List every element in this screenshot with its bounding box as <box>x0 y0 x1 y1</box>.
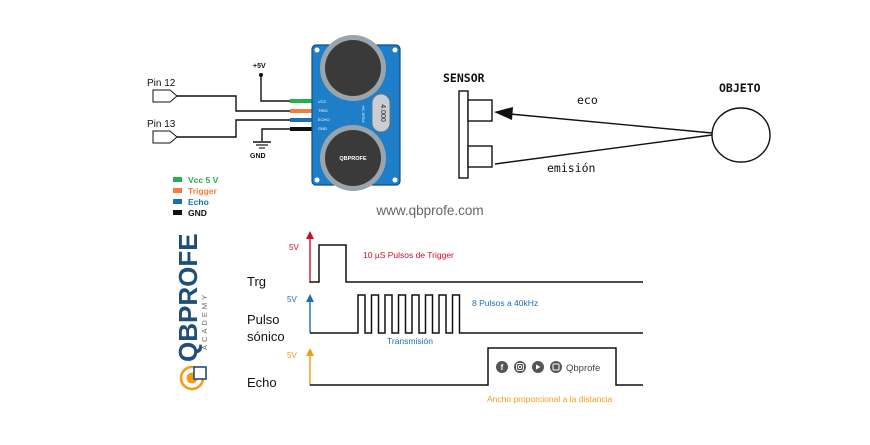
transducer-bottom <box>325 130 381 186</box>
pulse-label-line2: sónico <box>247 329 285 344</box>
echo-line <box>509 113 713 134</box>
legend-label-vcc: Vcc 5 V <box>188 175 219 185</box>
legend-label-gnd: GND <box>188 208 207 218</box>
ground-label: GND <box>250 153 266 160</box>
supply-label: +5V <box>253 63 266 70</box>
pin-label-echo: ECHO <box>318 117 330 122</box>
legend-label-echo: Echo <box>188 197 209 207</box>
wiring-diagram: Pin 12 Pin 13 +5V GND <box>147 35 484 218</box>
trg-waveform <box>310 244 643 283</box>
sensor-receiver <box>467 99 493 122</box>
website-label: www.qbprofe.com <box>375 203 483 218</box>
pulse-axis-arrow <box>306 294 314 302</box>
crystal <box>371 93 391 133</box>
gnd-stub <box>290 127 312 131</box>
pin-label-gnd: GND <box>318 126 327 131</box>
pin13-connector <box>152 130 178 144</box>
legend-swatch-echo <box>173 199 182 204</box>
transducer-top <box>325 40 381 96</box>
echo-axis-arrow <box>306 348 314 356</box>
pin12-connector <box>152 89 178 103</box>
pin13-label: Pin 13 <box>147 119 176 130</box>
legend-swatch-vcc <box>173 177 182 182</box>
transmission-note: Transmisión <box>387 336 433 346</box>
svg-text:f: f <box>501 363 504 372</box>
emission-wave-label: emisión <box>547 161 595 175</box>
legend-swatch-gnd <box>173 210 182 215</box>
echo-width-note: Ancho proporcional a la distancia <box>487 394 612 404</box>
logo-sub-text: ACADEMY <box>200 292 209 350</box>
gnd-wire <box>261 128 296 141</box>
logo-main-text: QBPROFE <box>173 233 203 362</box>
echo-arrowhead <box>494 107 513 120</box>
social-icons: f Qbprofe <box>496 361 600 374</box>
module-brand: QBPROFE <box>339 156 367 162</box>
echo-volt-label: 5V <box>287 351 297 360</box>
facebook-icon[interactable] <box>496 361 508 373</box>
vcc-wire <box>260 75 296 102</box>
module-model: HC-SR04 <box>361 105 366 123</box>
web-icon[interactable] <box>550 361 562 373</box>
vcc-stub <box>290 99 312 103</box>
wire-legend: Vcc 5 V Trigger Echo GND <box>173 175 219 218</box>
trg-volt-label: 5V <box>289 243 299 252</box>
crystal-label: 4.000 <box>379 104 386 122</box>
instagram-icon[interactable] <box>514 361 526 373</box>
trig-wire <box>177 95 296 112</box>
sensor-emitter <box>467 145 493 168</box>
legend-label-trigger: Trigger <box>188 186 218 196</box>
emission-line <box>494 134 713 165</box>
sensor-module: QBPROFE 4.000 HC-SR04 VCC TRIG ECHO GND <box>311 35 401 191</box>
object-title: OBJETO <box>719 81 761 95</box>
echo-stub <box>290 118 312 122</box>
echo-wire <box>177 119 296 138</box>
pin-label-vcc: VCC <box>318 99 327 104</box>
burst-note: 8 Pulsos a 40kHz <box>472 298 538 308</box>
pin12-label: Pin 12 <box>147 78 176 89</box>
concept-diagram: SENSOR OBJETO eco emisión <box>443 71 771 179</box>
trig-stub <box>290 109 312 113</box>
trg-axis-arrow <box>306 231 314 239</box>
trg-label: Trg <box>247 274 266 289</box>
legend-swatch-trigger <box>173 188 182 193</box>
echo-signal-label: Echo <box>247 375 277 390</box>
qbprofe-logo: QBPROFE ACADEMY <box>173 233 209 391</box>
echo-waveform <box>310 347 643 386</box>
echo-wave-label: eco <box>577 93 598 107</box>
trigger-note: 10 µS Pulsos de Trigger <box>363 250 454 260</box>
sensor-body <box>458 90 469 179</box>
pulse-volt-label: 5V <box>287 295 297 304</box>
sensor-title: SENSOR <box>443 71 485 85</box>
pulse-label-line1: Pulso <box>247 312 280 327</box>
social-handle: Qbprofe <box>566 363 600 374</box>
pin-label-trig: TRIG <box>318 108 328 113</box>
object-circle <box>711 107 771 163</box>
timing-diagram: Trg 5V 10 µS Pulsos de Trigger Pulso són… <box>247 231 643 404</box>
pulse-burst-waveform <box>310 294 643 334</box>
